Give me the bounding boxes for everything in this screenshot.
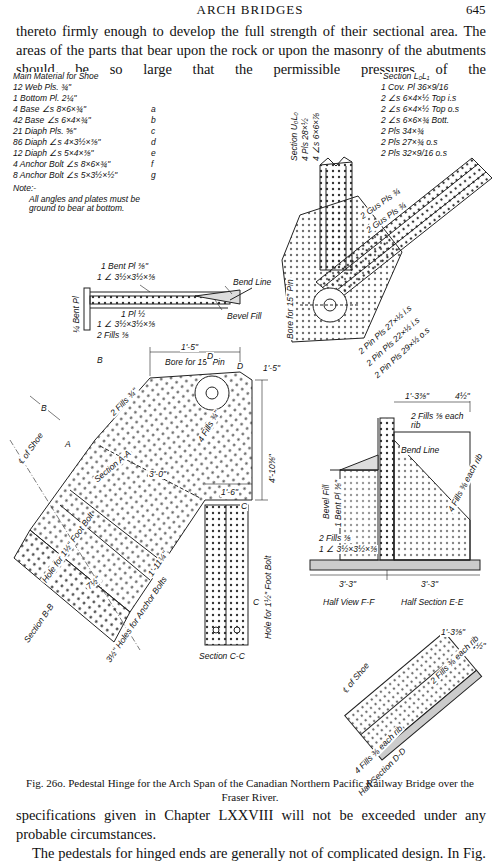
drawing-label: 4½" xyxy=(454,392,471,401)
drawing-label: 2 Fills ⅜ xyxy=(96,331,130,340)
drawing-label: 12 Diaph ∠s 5×4×⅜" xyxy=(12,149,95,158)
drawing-label: A xyxy=(64,440,72,449)
drawing-label: 2 Pls 27×¾ o.s xyxy=(380,138,438,147)
drawing-label: 2 ∠s 6×4×½ Top o.s xyxy=(380,105,460,114)
drawing-label: 1'-3⅜" xyxy=(404,392,430,401)
drawing-label: 1 ∠ 3½×3½×⅜ xyxy=(318,545,378,554)
drawing-label: Section U₀L₀ xyxy=(290,111,299,162)
drawing-label: Bend Line xyxy=(400,446,440,455)
body-text: thereto firmly enough to develop the ful… xyxy=(16,22,486,79)
drawing-label: 4 Fills ⅜ each rib xyxy=(446,452,485,515)
drawing-label: All angles and plates must be ground to … xyxy=(28,195,160,213)
drawing-label: 1 ∠ 3½×3½×⅜ xyxy=(96,273,156,282)
drawing-label: 2 Pls 34×¾ xyxy=(380,127,425,136)
arch-member xyxy=(282,157,492,342)
drawing-label: Main Material for Shoe xyxy=(12,72,100,81)
bent-plate-detail xyxy=(84,285,252,330)
drawing-label: Bevel Fill xyxy=(322,484,331,520)
drawing-label: 4'-10⅜" xyxy=(268,453,277,484)
shoe-end-view xyxy=(310,395,480,580)
drawing-label: 86 Diaph ∠s 4×3½×⅜" xyxy=(12,138,102,147)
drawing-label: 3'-3" xyxy=(338,580,357,589)
drawing-label: 1'-5" xyxy=(180,343,199,352)
drawing-label: 1'-3⅜" xyxy=(440,628,466,637)
drawing-label: D xyxy=(206,352,214,361)
drawing-label: ℄ of Shoe xyxy=(16,430,45,467)
drawing-label: 2 ∠s 6×6×¾ Bott. xyxy=(380,116,450,125)
body-text: The pedestals for hinged ends are genera… xyxy=(16,844,486,866)
callout-letter: c xyxy=(150,127,156,136)
drawing-label: 1 Pl ½ xyxy=(120,310,146,319)
drawing-label: Half Section E-E xyxy=(400,598,464,607)
callout-letter: b xyxy=(150,116,157,125)
section-c-c xyxy=(205,505,248,645)
shoe-elevation xyxy=(10,347,268,650)
drawing-label: D xyxy=(236,362,244,371)
drawing-label: 1 Cov. Pl 36×9/16 xyxy=(380,83,449,92)
drawing-label: 1 Bent Pl ⅜" xyxy=(100,262,149,271)
drawing-label: 8 Anchor Bolt ∠s 5×3½×½" xyxy=(12,171,118,180)
callout-letter: f xyxy=(150,160,154,169)
drawing-label: 1 ∠ 3½×3½×⅜ xyxy=(96,320,156,329)
drawing-label: Hole for 1½" Foot Bolt xyxy=(264,555,273,640)
drawing-label: B xyxy=(40,404,48,413)
drawing-label: 4 Anchor Bolt ∠s 8×6×¾" xyxy=(12,160,111,169)
drawing-label: 1 Bent Pl ⅜" xyxy=(334,479,343,528)
drawing-label: 1 Bottom Pl. 2¼" xyxy=(12,94,78,103)
drawing-label: 2 Fills ⅜ xyxy=(318,534,352,543)
drawing-label: 2 Fills ⅜ each rib xyxy=(410,412,476,430)
running-head: ARCH BRIDGES xyxy=(0,3,500,16)
callout-letter: g xyxy=(150,171,157,180)
drawing-label: Section C-C xyxy=(198,652,246,661)
drawing-label: Section L₀L₁ xyxy=(382,72,430,81)
section-d-d xyxy=(345,632,482,760)
page-number: 645 xyxy=(466,3,486,16)
drawing-label: Half View F-F xyxy=(322,598,375,607)
drawing-label: Bore for 15" Pin xyxy=(164,358,226,367)
drawing-label: 2 Pls 32×9/16 o.s xyxy=(380,149,448,158)
drawing-label: ℄ of Shoe xyxy=(340,660,372,695)
drawing-label: ¼ Bent Pl xyxy=(72,295,81,334)
body-text: specifications given in Chapter LXXVIII … xyxy=(16,806,486,844)
drawing-label: Bore for 15" Pin xyxy=(286,278,295,340)
callout-letter: e xyxy=(150,149,157,158)
drawing-label: 42 Base ∠s 6×4×¾" xyxy=(12,116,92,125)
callout-letter: d xyxy=(150,138,157,147)
drawing-label: 4 Base ∠s 8×6×¾" xyxy=(12,105,87,114)
drawing-label: Note:- xyxy=(12,184,37,193)
drawing-label: 4 Pls 28×½ xyxy=(301,117,310,162)
drawing-label: 4 ∠s 6×6×⅞ xyxy=(312,112,321,162)
drawing-label: C xyxy=(252,598,260,607)
drawing-label: 2 ∠s 6×4×½ Top i.s xyxy=(380,94,457,103)
callout-letter: a xyxy=(150,105,157,114)
drawing-label: 21 Diaph Pls. ⅝" xyxy=(12,127,77,136)
drawing-label: 3'-3" xyxy=(420,580,439,589)
drawing-label: C xyxy=(240,502,248,511)
drawing-label: 12 Web Pls. ¾" xyxy=(12,83,72,92)
drawing-label: 1'-5" xyxy=(262,364,281,373)
figure-caption: Fig. 26o. Pedestal Hinge for the Arch Sp… xyxy=(20,776,480,804)
drawing-label: B xyxy=(96,356,104,365)
drawing-label: Bend Line xyxy=(232,278,272,287)
drawing-label: 3'-0" xyxy=(148,470,167,479)
drawing-label: 1'-6" xyxy=(220,488,239,497)
drawing-label: Bevel Fill xyxy=(226,312,262,321)
drawing-label: Section B-B xyxy=(22,602,56,646)
